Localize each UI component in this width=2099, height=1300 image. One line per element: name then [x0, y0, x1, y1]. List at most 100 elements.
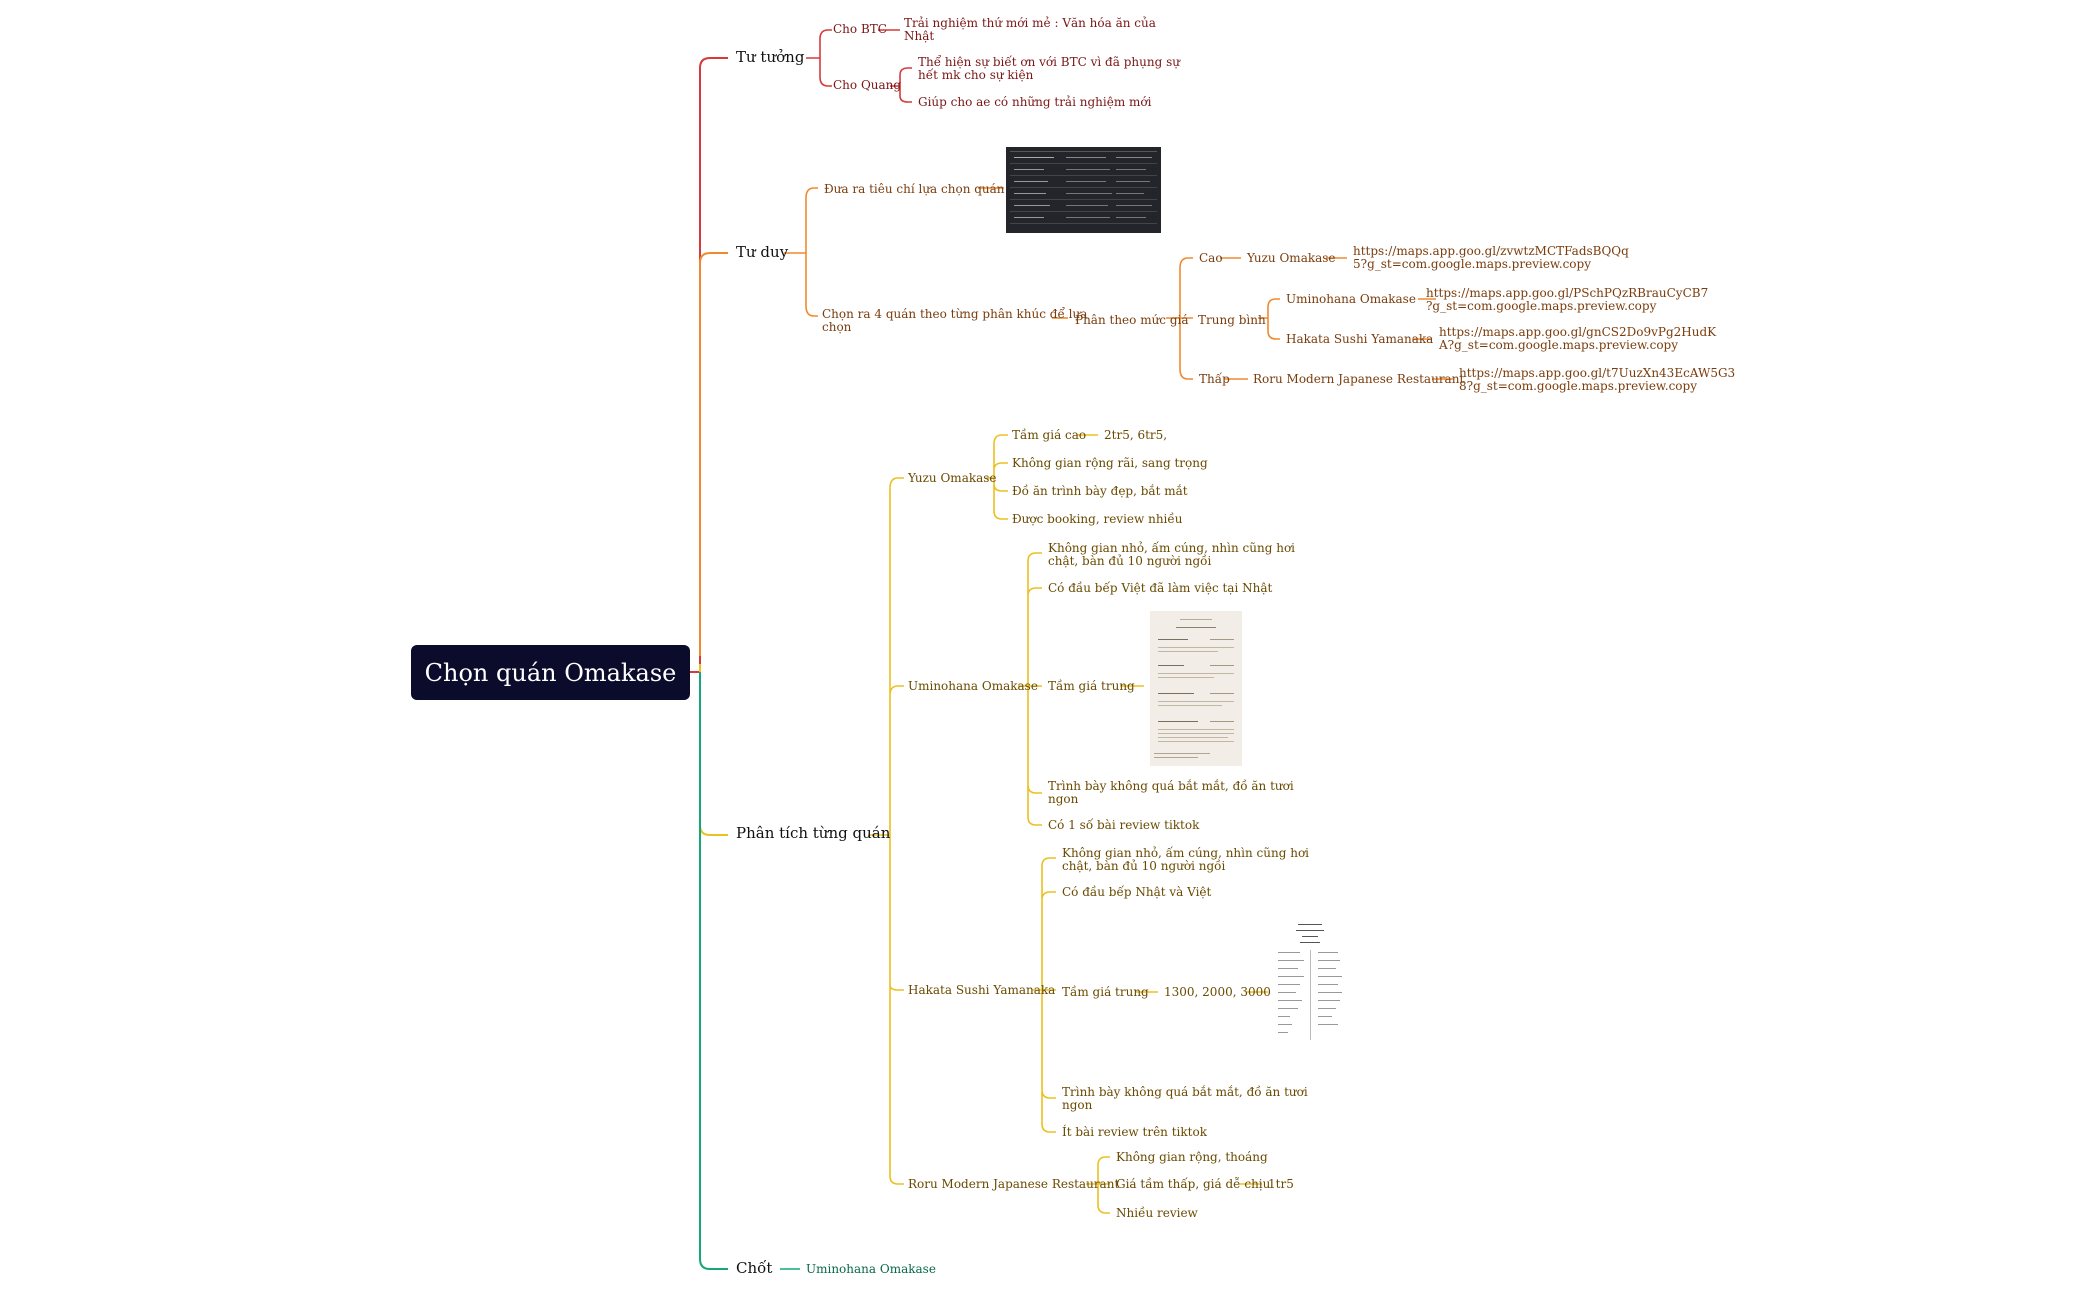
topic-roru-space[interactable]: Không gian rộng, thoáng [1116, 1150, 1268, 1164]
connector-umino-bracket [1018, 552, 1042, 826]
topic-btc-note[interactable]: Trải nghiệm thứ mới mẻ : Văn hóa ăn của … [904, 17, 1156, 42]
topic-hakata-review[interactable]: Ít bài review trên tiktok [1062, 1125, 1207, 1139]
topic-hakata[interactable]: Hakata Sushi Yamanaka [908, 983, 1056, 997]
topic-hakata-space[interactable]: Không gian nhỏ, ấm cúng, nhìn cũng hơi c… [1062, 847, 1309, 872]
topic-cho-quang[interactable]: Cho Quang [833, 78, 902, 92]
topic-criteria[interactable]: Đưa ra tiêu chí lựa chọn quán [824, 182, 1005, 196]
link-roru-map-line2: 8?g_st=com.google.maps.preview.copy [1459, 378, 1697, 393]
topic-quang-note-2[interactable]: Giúp cho ae có những trải nghiệm mới [918, 95, 1152, 109]
topic-roru-review[interactable]: Nhiều review [1116, 1206, 1198, 1220]
thumb-line [1302, 936, 1318, 937]
topic-yuzu[interactable]: Yuzu Omakase [908, 471, 997, 485]
topic-price-high[interactable]: Cao [1199, 251, 1223, 265]
topic-quang-note-1-line1: Thể hiện sự biết ơn với BTC vì đã phụng … [918, 55, 1180, 69]
connector-yuzu-bracket [986, 434, 1008, 520]
thumb-line [1010, 211, 1157, 212]
topic-price-low[interactable]: Thấp [1199, 372, 1230, 386]
thumb-line [1318, 1024, 1338, 1025]
thumb-line [1278, 992, 1296, 993]
connector-quang-bracket [890, 67, 912, 103]
topic-low-roru[interactable]: Roru Modern Japanese Restaurant [1253, 372, 1465, 386]
thumb-line [1158, 701, 1234, 702]
topic-roru[interactable]: Roru Modern Japanese Restaurant [908, 1177, 1120, 1191]
topic-hakata-price-value[interactable]: 1300, 2000, 3000 [1164, 985, 1271, 999]
link-umino-map[interactable]: https://maps.app.goo.gl/PSchPQzRBrauCyCB… [1426, 287, 1708, 312]
thumb-line [1278, 976, 1304, 977]
topic-quang-note-1[interactable]: Thể hiện sự biết ơn với BTC vì đã phụng … [918, 56, 1180, 81]
topic-mid-umino[interactable]: Uminohana Omakase [1286, 292, 1416, 306]
topic-yuzu-space[interactable]: Không gian rộng rãi, sang trọng [1012, 456, 1208, 470]
link-yuzu-map[interactable]: https://maps.app.goo.gl/zvwtzMCTFadsBQQq… [1353, 245, 1629, 270]
connector-hakata-bracket [1032, 857, 1056, 1133]
link-roru-map[interactable]: https://maps.app.goo.gl/t7UuzXn43EcAW5G3… [1459, 367, 1735, 392]
topic-umino-food[interactable]: Trình bày không quá bắt mắt, đồ ăn tươi … [1048, 780, 1294, 805]
topic-btc-note-line2: Nhật [904, 28, 935, 43]
topic-pick-restaurants[interactable]: Chọn ra 4 quán theo từng phân khúc để lự… [822, 308, 1087, 333]
topic-chot-result[interactable]: Uminohana Omakase [806, 1262, 936, 1276]
umino-menu-thumbnail[interactable] [1150, 611, 1242, 766]
thumb-line [1010, 223, 1157, 224]
thumb-line [1158, 705, 1222, 706]
branch-tu-duy[interactable]: Tư duy [736, 243, 789, 261]
branch-chot[interactable]: Chốt [736, 1259, 773, 1277]
criteria-table-thumbnail[interactable] [1006, 147, 1161, 233]
thumb-line [1318, 1008, 1336, 1009]
topic-yuzu-price[interactable]: Tầm giá cao [1012, 428, 1087, 442]
topic-roru-price-value[interactable]: 1tr5 [1268, 1177, 1294, 1191]
link-hakata-map-line2: A?g_st=com.google.maps.preview.copy [1439, 337, 1679, 352]
topic-hakata-space-line2: chật, bàn đủ 10 người ngồi [1062, 858, 1226, 873]
topic-umino-price[interactable]: Tầm giá trung [1048, 679, 1135, 693]
topic-umino-review[interactable]: Có 1 số bài review tiktok [1048, 818, 1200, 832]
thumb-line [1010, 163, 1157, 164]
topic-umino-space[interactable]: Không gian nhỏ, ấm cúng, nhìn cũng hơi c… [1048, 542, 1295, 567]
topic-high-yuzu[interactable]: Yuzu Omakase [1247, 251, 1336, 265]
thumb-line [1278, 952, 1300, 953]
topic-cho-btc[interactable]: Cho BTC [833, 22, 887, 36]
thumb-line [1176, 627, 1216, 628]
connector-root-tu-tuong [690, 57, 728, 673]
topic-hakata-food[interactable]: Trình bày không quá bắt mắt, đồ ăn tươi … [1062, 1086, 1308, 1111]
thumb-line [1010, 199, 1157, 200]
topic-mid-hakata[interactable]: Hakata Sushi Yamanaka [1286, 332, 1434, 346]
topic-umino-food-line1: Trình bày không quá bắt mắt, đồ ăn tươi [1048, 779, 1294, 793]
root-connectors [690, 57, 728, 1270]
thumb-line [1210, 693, 1234, 694]
thumb-line [1116, 181, 1150, 182]
topic-yuzu-booking[interactable]: Được booking, review nhiều [1012, 512, 1183, 526]
thumb-line [1116, 217, 1146, 218]
thumb-line [1278, 984, 1300, 985]
thumb-line [1158, 729, 1234, 730]
thumb-line [1014, 205, 1050, 206]
topic-umino-chef[interactable]: Có đầu bếp Việt đã làm việc tại Nhật [1048, 581, 1273, 595]
thumb-line [1014, 181, 1048, 182]
topic-umino[interactable]: Uminohana Omakase [908, 679, 1038, 693]
thumb-line [1066, 157, 1106, 158]
link-umino-map-line1: https://maps.app.goo.gl/PSchPQzRBrauCyCB… [1426, 286, 1709, 300]
thumb-line [1066, 193, 1112, 194]
thumb-line [1158, 673, 1234, 674]
topic-hakata-space-line1: Không gian nhỏ, ấm cúng, nhìn cũng hơi [1062, 846, 1310, 860]
branch-tu-tuong[interactable]: Tư tưởng [736, 48, 805, 66]
topic-hakata-food-line2: ngon [1062, 1097, 1093, 1112]
topic-by-price[interactable]: Phân theo mức giá [1075, 313, 1189, 327]
topic-hakata-chef[interactable]: Có đầu bếp Nhật và Việt [1062, 885, 1212, 899]
topic-yuzu-food[interactable]: Đồ ăn trình bày đẹp, bắt mắt [1012, 484, 1188, 498]
link-hakata-map[interactable]: https://maps.app.goo.gl/gnCS2Do9vPg2HudK… [1439, 326, 1716, 351]
topic-price-mid[interactable]: Trung bình [1198, 313, 1266, 327]
thumb-line [1066, 205, 1108, 206]
thumb-line [1158, 677, 1214, 678]
thumb-line [1158, 639, 1188, 640]
thumb-line [1318, 984, 1338, 985]
root-topic[interactable]: Chọn quán Omakase [411, 645, 690, 700]
thumb-line [1116, 205, 1152, 206]
branch-phan-tich-tung-quan[interactable]: Phân tích từng quán [736, 824, 891, 842]
thumb-line [1116, 169, 1146, 170]
topic-yuzu-price-value[interactable]: 2tr5, 6tr5, [1104, 428, 1168, 442]
topic-hakata-price[interactable]: Tầm giá trung [1062, 985, 1149, 999]
topic-quang-note-1-line2: hết mk cho sự kiện [918, 67, 1034, 82]
thumb-line [1116, 193, 1144, 194]
connector-root-tu-duy [699, 252, 728, 656]
hakata-menu-thumbnail[interactable] [1274, 920, 1346, 1048]
topic-roru-price[interactable]: Giá tầm thấp, giá dễ chịu [1116, 1177, 1271, 1191]
